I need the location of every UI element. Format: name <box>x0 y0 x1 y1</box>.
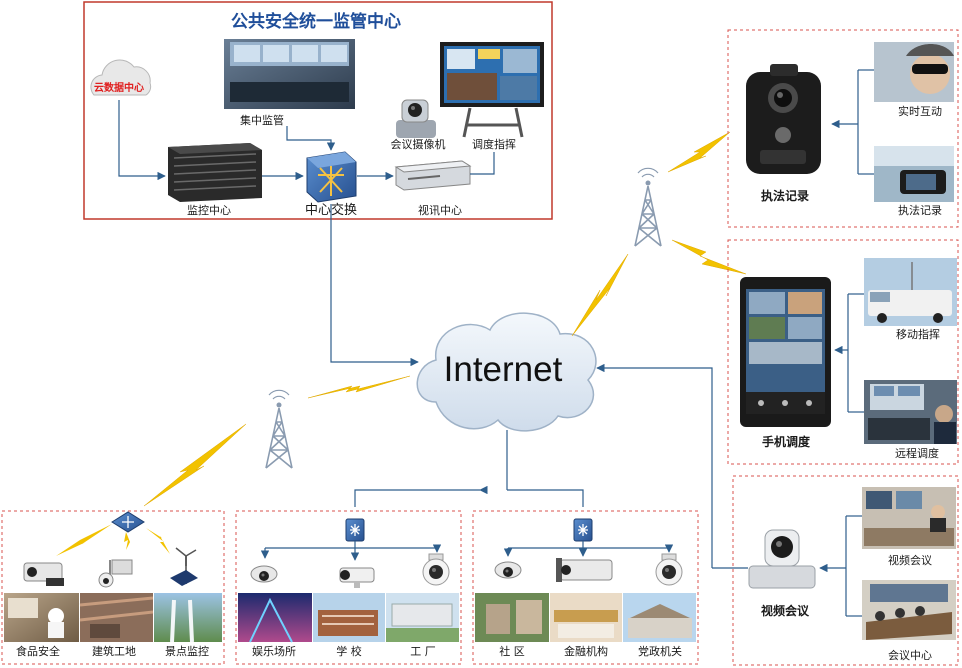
internet-label: Internet <box>444 350 563 389</box>
mobile-dispatch-connectors <box>834 293 864 413</box>
financial-institution-label: 金融机构 <box>564 644 608 658</box>
group3-switch-icon <box>573 518 593 542</box>
wind-solar-monitor-icon <box>170 547 198 586</box>
dispatch-command-label: 调度指挥 <box>472 137 516 151</box>
mobile-dispatch-frame <box>727 239 959 465</box>
center-title: 公共安全统一监管中心 <box>231 11 401 32</box>
entertainment-venue-label: 娱乐场所 <box>252 644 296 658</box>
group3-connectors <box>503 541 674 557</box>
solar-camera-icon <box>98 559 133 588</box>
government-agency-label: 党政机关 <box>638 644 682 658</box>
food-safety-label: 食品安全 <box>16 644 60 658</box>
cloud-data-center-icon <box>90 59 152 96</box>
realtime-interaction-image <box>874 42 954 102</box>
group1-bolts <box>56 524 170 556</box>
group2-connectors <box>260 541 442 561</box>
law-record-image <box>874 146 954 202</box>
center-frame <box>83 1 553 220</box>
video-conference-frame <box>732 475 959 666</box>
monitoring-center-server-icon <box>168 143 262 202</box>
monitoring-center-label: 监控中心 <box>187 203 231 217</box>
factory-image <box>386 593 459 642</box>
entertainment-venue-image <box>238 593 312 643</box>
conference-camera-icon <box>396 99 436 138</box>
meeting-center-label: 会议中心 <box>888 649 932 662</box>
group3-dome-camera-icon <box>494 561 522 579</box>
construction-site-image <box>79 593 154 642</box>
ptz-conference-camera-icon <box>748 529 816 589</box>
wireless-router-icon <box>111 511 145 533</box>
dispatch-command-screen <box>440 42 544 138</box>
remote-dispatch-label: 远程调度 <box>895 446 939 460</box>
body-camera-icon <box>746 64 821 174</box>
factory-label: 工 厂 <box>410 645 436 658</box>
bullet-camera-icon <box>23 562 64 586</box>
financial-institution-image <box>550 593 622 642</box>
group2-frame <box>235 510 462 665</box>
cloud-data-center-label: 云数据中心 <box>94 81 144 94</box>
video-meeting-image <box>862 487 956 549</box>
smartphone-icon <box>740 277 831 427</box>
food-safety-image <box>4 593 79 642</box>
remote-dispatch-image <box>864 380 957 444</box>
law-enforcement-frame <box>727 29 959 228</box>
community-image <box>475 593 549 642</box>
law-enforcement-title: 执法记录 <box>761 188 809 203</box>
group3-frame <box>472 510 699 665</box>
bottom-distribution-lines <box>354 363 713 568</box>
mobile-command-image <box>864 258 957 326</box>
centralized-monitoring-image <box>224 39 355 109</box>
scenic-spot-label: 景点监控 <box>165 644 209 658</box>
group3-ptz-camera-icon <box>655 553 683 586</box>
group1-frame <box>1 510 225 665</box>
group2-bullet-camera-icon <box>339 567 375 589</box>
central-switch-icon <box>306 151 357 203</box>
tower-right-icon <box>634 167 662 247</box>
scenic-spot-image <box>154 593 222 643</box>
school-image <box>313 593 385 642</box>
video-center-server-icon <box>394 160 472 191</box>
mobile-command-label: 移动指挥 <box>896 327 940 341</box>
wireless-links <box>143 131 747 507</box>
video-conference-title: 视频会议 <box>761 603 810 618</box>
video-meeting-label: 视频会议 <box>888 553 932 567</box>
video-center-label: 视讯中心 <box>418 203 462 217</box>
mobile-dispatch-title: 手机调度 <box>762 434 811 449</box>
group2-dome-camera-icon <box>250 565 278 583</box>
realtime-interaction-label: 实时互动 <box>898 104 942 118</box>
meeting-center-image <box>862 580 956 640</box>
video-conference-connectors <box>712 515 862 617</box>
conference-camera-label: 会议摄像机 <box>391 137 446 151</box>
community-label: 社 区 <box>499 644 525 658</box>
centralized-monitoring-label: 集中监管 <box>240 113 284 127</box>
center-connections <box>118 100 495 367</box>
tower-left-icon <box>265 389 293 469</box>
internet-cloud <box>416 312 597 432</box>
government-agency-image <box>623 593 696 642</box>
school-label: 学 校 <box>336 644 362 658</box>
group2-switch-icon <box>345 518 365 542</box>
law-record-label: 执法记录 <box>898 203 942 217</box>
law-enforcement-connectors <box>831 69 874 175</box>
group2-ptz-camera-icon <box>422 553 450 586</box>
group3-box-camera-icon <box>556 558 613 582</box>
construction-site-label: 建筑工地 <box>92 644 136 658</box>
